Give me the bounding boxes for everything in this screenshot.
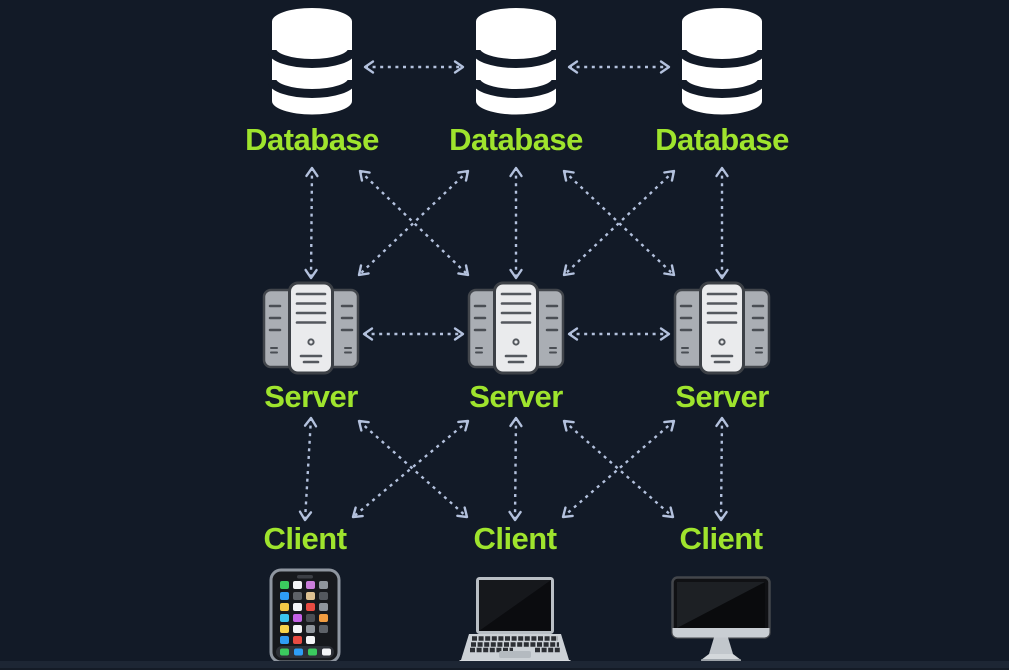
edge-server3-client2 xyxy=(561,419,676,519)
edge-db1-server2 xyxy=(358,169,470,277)
edge-server3-client3 xyxy=(714,416,729,522)
database-node-1: Database xyxy=(232,5,392,155)
server-label: Server xyxy=(264,379,358,414)
laptop-icon xyxy=(455,576,575,664)
server-icon xyxy=(466,281,566,375)
database-node-2: Database xyxy=(436,5,596,155)
database-label: Database xyxy=(449,122,583,157)
server-node-2: Server xyxy=(436,281,596,412)
database-icon xyxy=(268,5,356,115)
server-label: Server xyxy=(469,379,563,414)
edge-db2-server1 xyxy=(357,169,470,277)
edge-db1-server1 xyxy=(304,166,319,280)
edge-server1-client1 xyxy=(298,416,318,522)
client-node-2: Client xyxy=(435,521,595,664)
database-label: Database xyxy=(245,122,379,157)
client-node-3: Client xyxy=(641,521,801,662)
smartphone-icon xyxy=(269,568,341,664)
client-label: Client xyxy=(263,521,347,556)
desktop-computer-icon xyxy=(671,576,771,662)
server-icon xyxy=(672,281,772,375)
client-label: Client xyxy=(473,521,557,556)
server-node-1: Server xyxy=(231,281,391,412)
edge-server2-client1 xyxy=(351,419,470,519)
database-icon xyxy=(472,5,560,115)
client-node-1: Client xyxy=(225,521,385,664)
edge-db2-server3 xyxy=(562,169,676,277)
bottom-edge-band xyxy=(0,661,1009,670)
edge-server2-client2 xyxy=(508,416,523,522)
server-label: Server xyxy=(675,379,769,414)
edge-server1-client2 xyxy=(357,419,469,519)
server-icon xyxy=(261,281,361,375)
client-label: Client xyxy=(679,521,763,556)
edge-db3-server2 xyxy=(562,169,676,277)
database-node-3: Database xyxy=(642,5,802,155)
server-node-3: Server xyxy=(642,281,802,412)
database-label: Database xyxy=(655,122,789,157)
database-icon xyxy=(678,5,766,115)
